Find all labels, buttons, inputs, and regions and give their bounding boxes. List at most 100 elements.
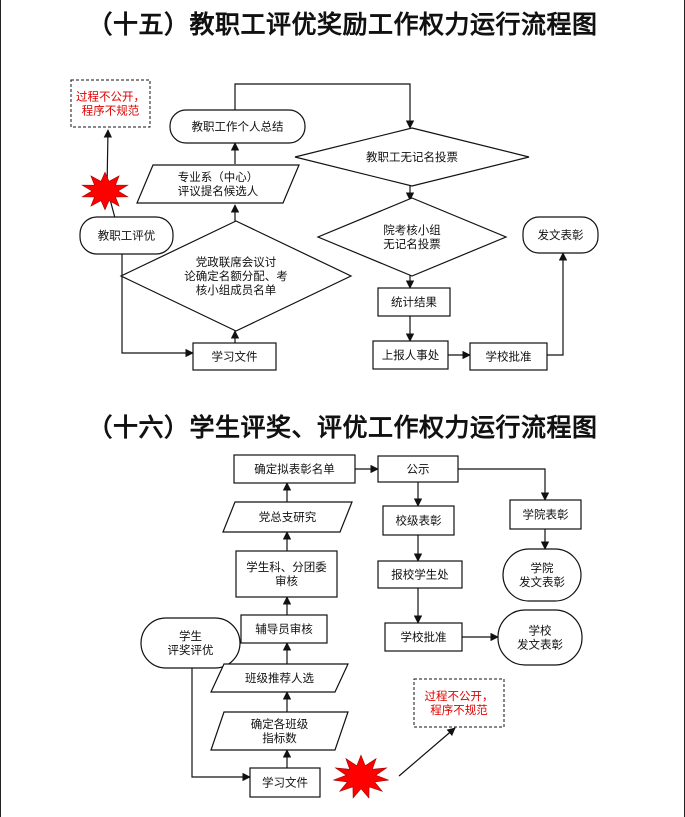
edge2-announce-to-college bbox=[458, 468, 550, 501]
node-anonymous-vote-label: 教职工无记名投票 bbox=[366, 150, 458, 164]
node-panel-vote-label: 无记名投票 bbox=[383, 237, 441, 251]
node-study-documents-2: 学习文件 bbox=[249, 767, 321, 798]
node-student-evaluation-shape bbox=[140, 617, 241, 669]
node-announce-label: 公示 bbox=[407, 462, 430, 476]
node-study-documents-1-shape bbox=[192, 342, 277, 371]
node-staff-evaluation-label: 教职工评优 bbox=[98, 229, 156, 243]
edge-summary-to-vote bbox=[234, 83, 415, 129]
node-report-hr: 上报人事处 bbox=[372, 340, 449, 370]
warning-box-1-shape bbox=[70, 79, 151, 128]
warning-box-2-label: 过程不公开， bbox=[425, 689, 494, 703]
node-party-branch-review: 党总支研究 bbox=[222, 501, 353, 533]
node-report-hr-shape bbox=[372, 340, 449, 370]
node-dept-nomination-shape bbox=[136, 164, 300, 204]
node-school-publication-label: 发文表彰 bbox=[517, 638, 563, 652]
node-counselor-review-label: 辅导员审核 bbox=[255, 622, 313, 636]
edge2-eval-to-docs bbox=[191, 668, 251, 782]
node-counselor-review: 辅导员审核 bbox=[240, 614, 328, 644]
node-panel-vote-shape bbox=[316, 197, 508, 277]
node-class-quota-label: 指标数 bbox=[262, 731, 297, 745]
node-dept-nomination-label: 评议提名候选人 bbox=[178, 184, 259, 198]
burst-icon-1-shape bbox=[81, 171, 129, 211]
node-panel-vote-label: 院考核小组 bbox=[383, 223, 441, 237]
node-school-approval-1-shape bbox=[469, 342, 548, 371]
edge-approve-to-publish bbox=[535, 252, 568, 356]
node-student-evaluation-label: 学生 bbox=[179, 629, 202, 643]
node-layer: 过程不公开，程序不规范教职工作个人总结教职工无记名投票专业系（中心）评议提名候选… bbox=[70, 79, 599, 799]
warning-box-2: 过程不公开，程序不规范 bbox=[413, 678, 505, 728]
edge-eval-to-docs bbox=[121, 254, 194, 358]
node-staff-summary: 教职工作个人总结 bbox=[169, 109, 306, 144]
warning-box-2-label: 程序不规范 bbox=[430, 703, 488, 717]
node-dept-nomination: 专业系（中心）评议提名候选人 bbox=[136, 164, 300, 204]
node-student-office-review-label: 审核 bbox=[275, 574, 298, 588]
node-college-publication-shape bbox=[502, 548, 582, 602]
node-school-approval-2-label: 学校批准 bbox=[401, 630, 447, 644]
node-college-commendation-label: 学院表彰 bbox=[523, 508, 569, 522]
node-staff-summary-label: 教职工作个人总结 bbox=[192, 120, 284, 134]
node-announce-shape bbox=[377, 455, 459, 483]
node-report-hr-label: 上报人事处 bbox=[382, 348, 440, 362]
node-announce: 公示 bbox=[377, 455, 459, 483]
node-tally-results: 统计结果 bbox=[377, 287, 451, 317]
node-party-meeting-label: 党政联席会议讨 bbox=[196, 255, 277, 269]
warning-box-2-shape bbox=[413, 678, 505, 728]
node-study-documents-2-shape bbox=[249, 767, 321, 798]
node-college-commendation-shape bbox=[509, 499, 582, 530]
node-class-recommendation-shape bbox=[210, 663, 349, 693]
edge-eval-to-warning bbox=[103, 129, 116, 219]
node-report-student-dept-label: 报校学生处 bbox=[391, 568, 449, 582]
node-class-recommendation-label: 班级推荐人选 bbox=[245, 671, 314, 685]
warning-box-1-label: 程序不规范 bbox=[82, 104, 140, 118]
node-publish-commendation: 发文表彰 bbox=[522, 216, 599, 254]
node-student-evaluation-label: 评奖评优 bbox=[168, 643, 214, 657]
node-report-student-dept-shape bbox=[377, 560, 463, 589]
node-study-documents-1: 学习文件 bbox=[192, 342, 277, 371]
node-school-approval-1: 学校批准 bbox=[469, 342, 548, 371]
node-publish-commendation-shape bbox=[522, 216, 599, 254]
node-student-office-review-label: 学生科、分团委 bbox=[246, 560, 327, 574]
node-anonymous-vote-shape bbox=[294, 127, 530, 187]
node-confirm-list: 确定拟表彰名单 bbox=[233, 454, 356, 484]
node-party-meeting-shape bbox=[119, 220, 353, 332]
node-class-quota-shape bbox=[210, 711, 349, 751]
node-confirm-list-label: 确定拟表彰名单 bbox=[254, 462, 335, 476]
node-school-commendation-shape bbox=[382, 505, 455, 536]
node-study-documents-1-label: 学习文件 bbox=[212, 350, 258, 364]
section2-title: （十六）学生评奖、评优工作权力运行流程图 bbox=[87, 413, 598, 442]
warning-box-1-label: 过程不公开， bbox=[76, 90, 145, 104]
node-counselor-review-shape bbox=[240, 614, 328, 644]
node-party-branch-review-shape bbox=[222, 501, 353, 533]
node-staff-evaluation: 教职工评优 bbox=[79, 216, 174, 255]
node-college-commendation: 学院表彰 bbox=[509, 499, 582, 530]
burst-icon-1 bbox=[81, 171, 129, 211]
node-staff-summary-shape bbox=[169, 109, 306, 144]
node-confirm-list-shape bbox=[233, 454, 356, 484]
node-study-documents-2-label: 学习文件 bbox=[262, 776, 308, 790]
node-publish-commendation-label: 发文表彰 bbox=[538, 228, 584, 242]
node-anonymous-vote: 教职工无记名投票 bbox=[294, 127, 530, 187]
node-class-recommendation: 班级推荐人选 bbox=[210, 663, 349, 693]
node-school-approval-2-shape bbox=[384, 622, 463, 652]
node-dept-nomination-label: 专业系（中心） bbox=[178, 170, 259, 184]
node-staff-evaluation-shape bbox=[79, 216, 174, 255]
node-school-approval-2: 学校批准 bbox=[384, 622, 463, 652]
node-party-meeting-label: 核小组成员名单 bbox=[196, 283, 277, 297]
section1-title: （十五）教职工评优奖励工作权力运行流程图 bbox=[87, 10, 598, 39]
node-report-student-dept: 报校学生处 bbox=[377, 560, 463, 589]
node-student-office-review-shape bbox=[235, 550, 338, 598]
node-class-quota-label: 确定各班级 bbox=[251, 717, 309, 731]
node-tally-results-label: 统计结果 bbox=[391, 295, 437, 309]
burst-icon-2-shape bbox=[333, 754, 389, 799]
page-left-rule bbox=[0, 0, 1, 817]
node-college-publication-label: 学院 bbox=[531, 561, 554, 575]
node-school-publication-label: 学校 bbox=[529, 624, 552, 638]
